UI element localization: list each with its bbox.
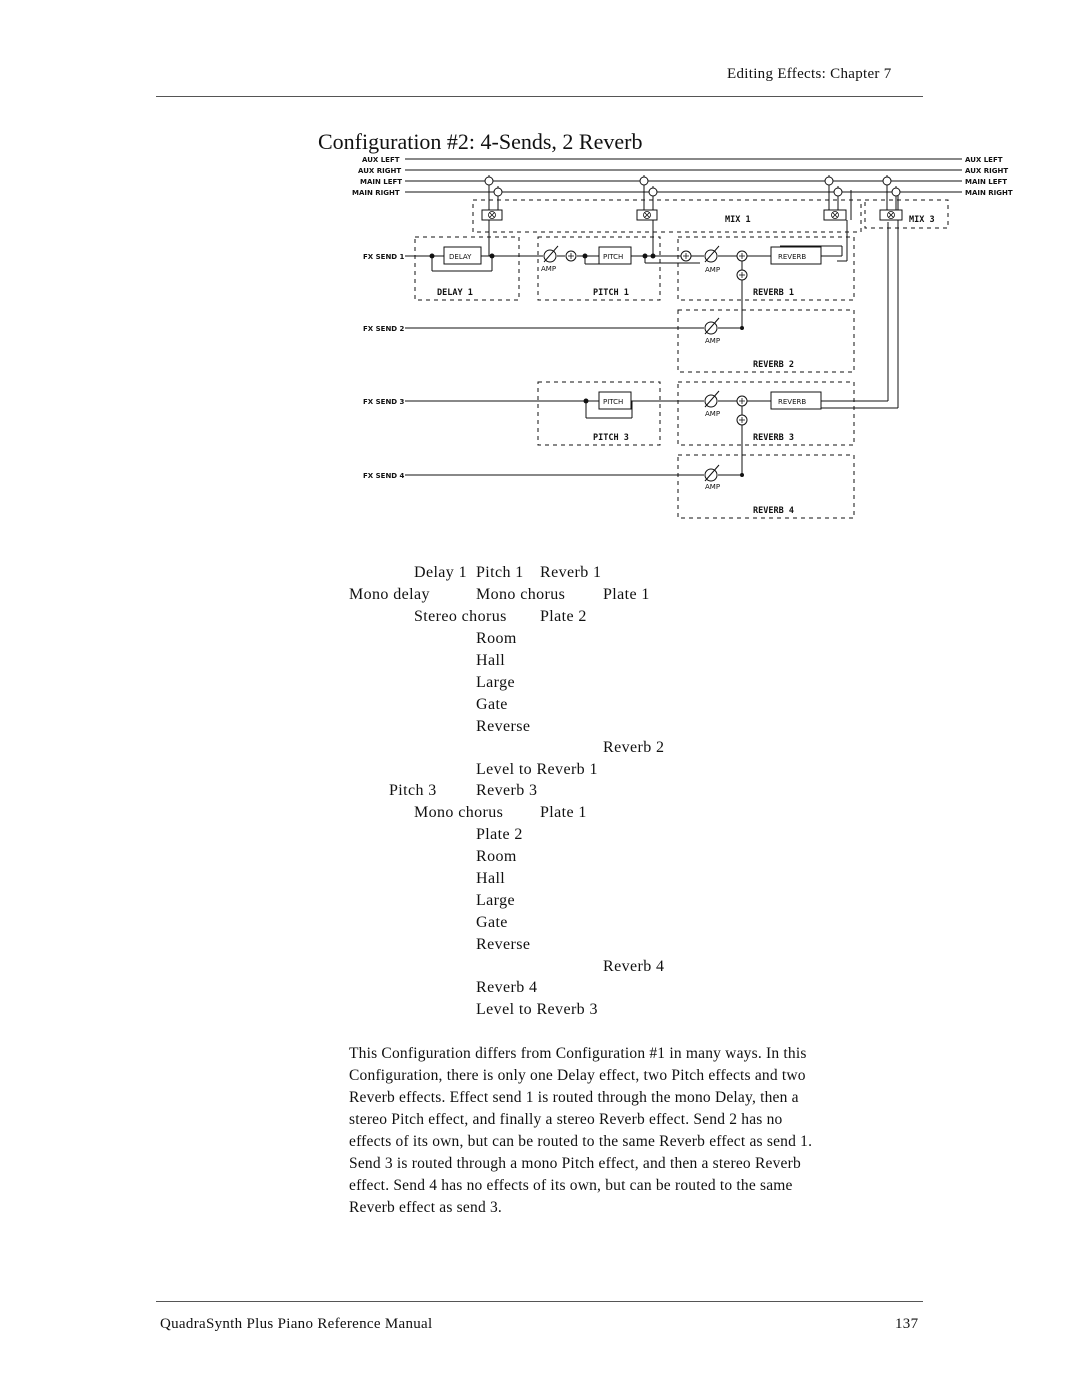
table-cell: Mono delay [349, 586, 430, 603]
bus-label-main-left-l: MAIN LEFT [360, 178, 402, 186]
amp-label-2: AMP [705, 266, 720, 274]
table-cell: Hall [476, 652, 506, 669]
table-cell: Large [476, 674, 516, 691]
table-cell: Reverb 4 [603, 958, 665, 975]
amp-label-1: AMP [541, 265, 556, 273]
bus-label-main-left-r: MAIN LEFT [965, 178, 1007, 186]
amp-label-4: AMP [705, 410, 720, 418]
table-cell: Plate 2 [540, 608, 587, 625]
section-mix1: MIX 1 [725, 215, 751, 225]
table-cell: Reverb 4 [476, 979, 538, 996]
table-cell: Plate 1 [603, 586, 650, 603]
amp-label-3: AMP [705, 337, 720, 345]
table-cell: Plate 1 [540, 804, 587, 821]
table-cell: Reverse [476, 936, 531, 953]
send-label-2: FX SEND 2 [363, 325, 405, 333]
paragraph-line: Reverb effect as send 3. [349, 1199, 502, 1216]
send-label-3: FX SEND 3 [363, 398, 405, 406]
bus-label-aux-right-l: AUX RIGHT [358, 167, 401, 175]
block-reverb-1: REVERB [778, 253, 806, 261]
body-paragraph: This Configuration differs from Configur… [349, 1043, 812, 1219]
table-cell: Level to Reverb 3 [476, 1001, 598, 1018]
table-cell: Gate [476, 914, 508, 931]
paragraph-line: Configuration, there is only one Delay e… [349, 1067, 806, 1084]
bus-label-main-right-r: MAIN RIGHT [965, 189, 1013, 197]
table-cell: Stereo chorus [414, 608, 507, 625]
table-cell: Level to Reverb 1 [476, 761, 598, 778]
paragraph-line: This Configuration differs from Configur… [349, 1045, 807, 1062]
table-cell: Mono chorus [476, 586, 566, 603]
header-rule [156, 96, 923, 97]
section-pitch3: PITCH 3 [593, 433, 629, 443]
page-number: 137 [895, 1316, 919, 1332]
table-cell: Reverse [476, 718, 531, 735]
signal-flow-diagram: AUX LEFT AUX RIGHT MAIN LEFT MAIN RIGHT … [352, 156, 1013, 519]
amp-label-5: AMP [705, 483, 720, 491]
table-cell: Room [476, 630, 517, 647]
paragraph-line: Send 3 is routed through a mono Pitch ef… [349, 1155, 801, 1172]
section-delay1: DELAY 1 [437, 288, 473, 298]
block-reverb-3: REVERB [778, 398, 806, 406]
table-cell: Plate 2 [476, 826, 523, 843]
table-cell: Pitch 1 [476, 564, 524, 581]
page-title: Configuration #2: 4-Sends, 2 Reverb [318, 129, 643, 154]
block-pitch-3: PITCH [603, 398, 623, 406]
table-cell: Delay 1 [414, 564, 468, 581]
footer-rule [156, 1301, 923, 1302]
table-cell: Mono chorus [414, 804, 504, 821]
table-cell: Reverb 1 [540, 564, 602, 581]
block-pitch-1: PITCH [603, 253, 623, 261]
table-cell: Reverb 3 [476, 782, 538, 799]
bus-label-aux-left-l: AUX LEFT [362, 156, 400, 164]
bus-label-aux-right-r: AUX RIGHT [965, 167, 1008, 175]
bus-label-main-right-l: MAIN RIGHT [352, 189, 400, 197]
paragraph-line: effect. Send 4 has no effects of its own… [349, 1177, 793, 1194]
table-cell: Room [476, 848, 517, 865]
section-reverb4: REVERB 4 [753, 506, 794, 516]
paragraph-line: Reverb effects. Effect send 1 is routed … [349, 1089, 799, 1106]
section-reverb3: REVERB 3 [753, 433, 794, 443]
table-cell: Hall [476, 870, 506, 887]
running-head: Editing Effects: Chapter 7 [727, 66, 892, 82]
block-delay: DELAY [449, 253, 472, 261]
table-cell: Reverb 2 [603, 739, 665, 756]
footer-manual-title: QuadraSynth Plus Piano Reference Manual [160, 1316, 433, 1332]
send-label-1: FX SEND 1 [363, 253, 405, 261]
table-cell: Pitch 3 [389, 782, 437, 799]
table-cell: Large [476, 892, 516, 909]
table-cell: Gate [476, 696, 508, 713]
paragraph-line: stereo Pitch effect, and finally a stere… [349, 1111, 783, 1128]
bus-label-aux-left-r: AUX LEFT [965, 156, 1003, 164]
section-mix3: MIX 3 [909, 215, 935, 225]
section-pitch1: PITCH 1 [593, 288, 629, 298]
send-label-4: FX SEND 4 [363, 472, 405, 480]
section-reverb2: REVERB 2 [753, 360, 794, 370]
paragraph-line: effects of its own, but can be routed to… [349, 1133, 813, 1150]
section-reverb1: REVERB 1 [753, 288, 794, 298]
